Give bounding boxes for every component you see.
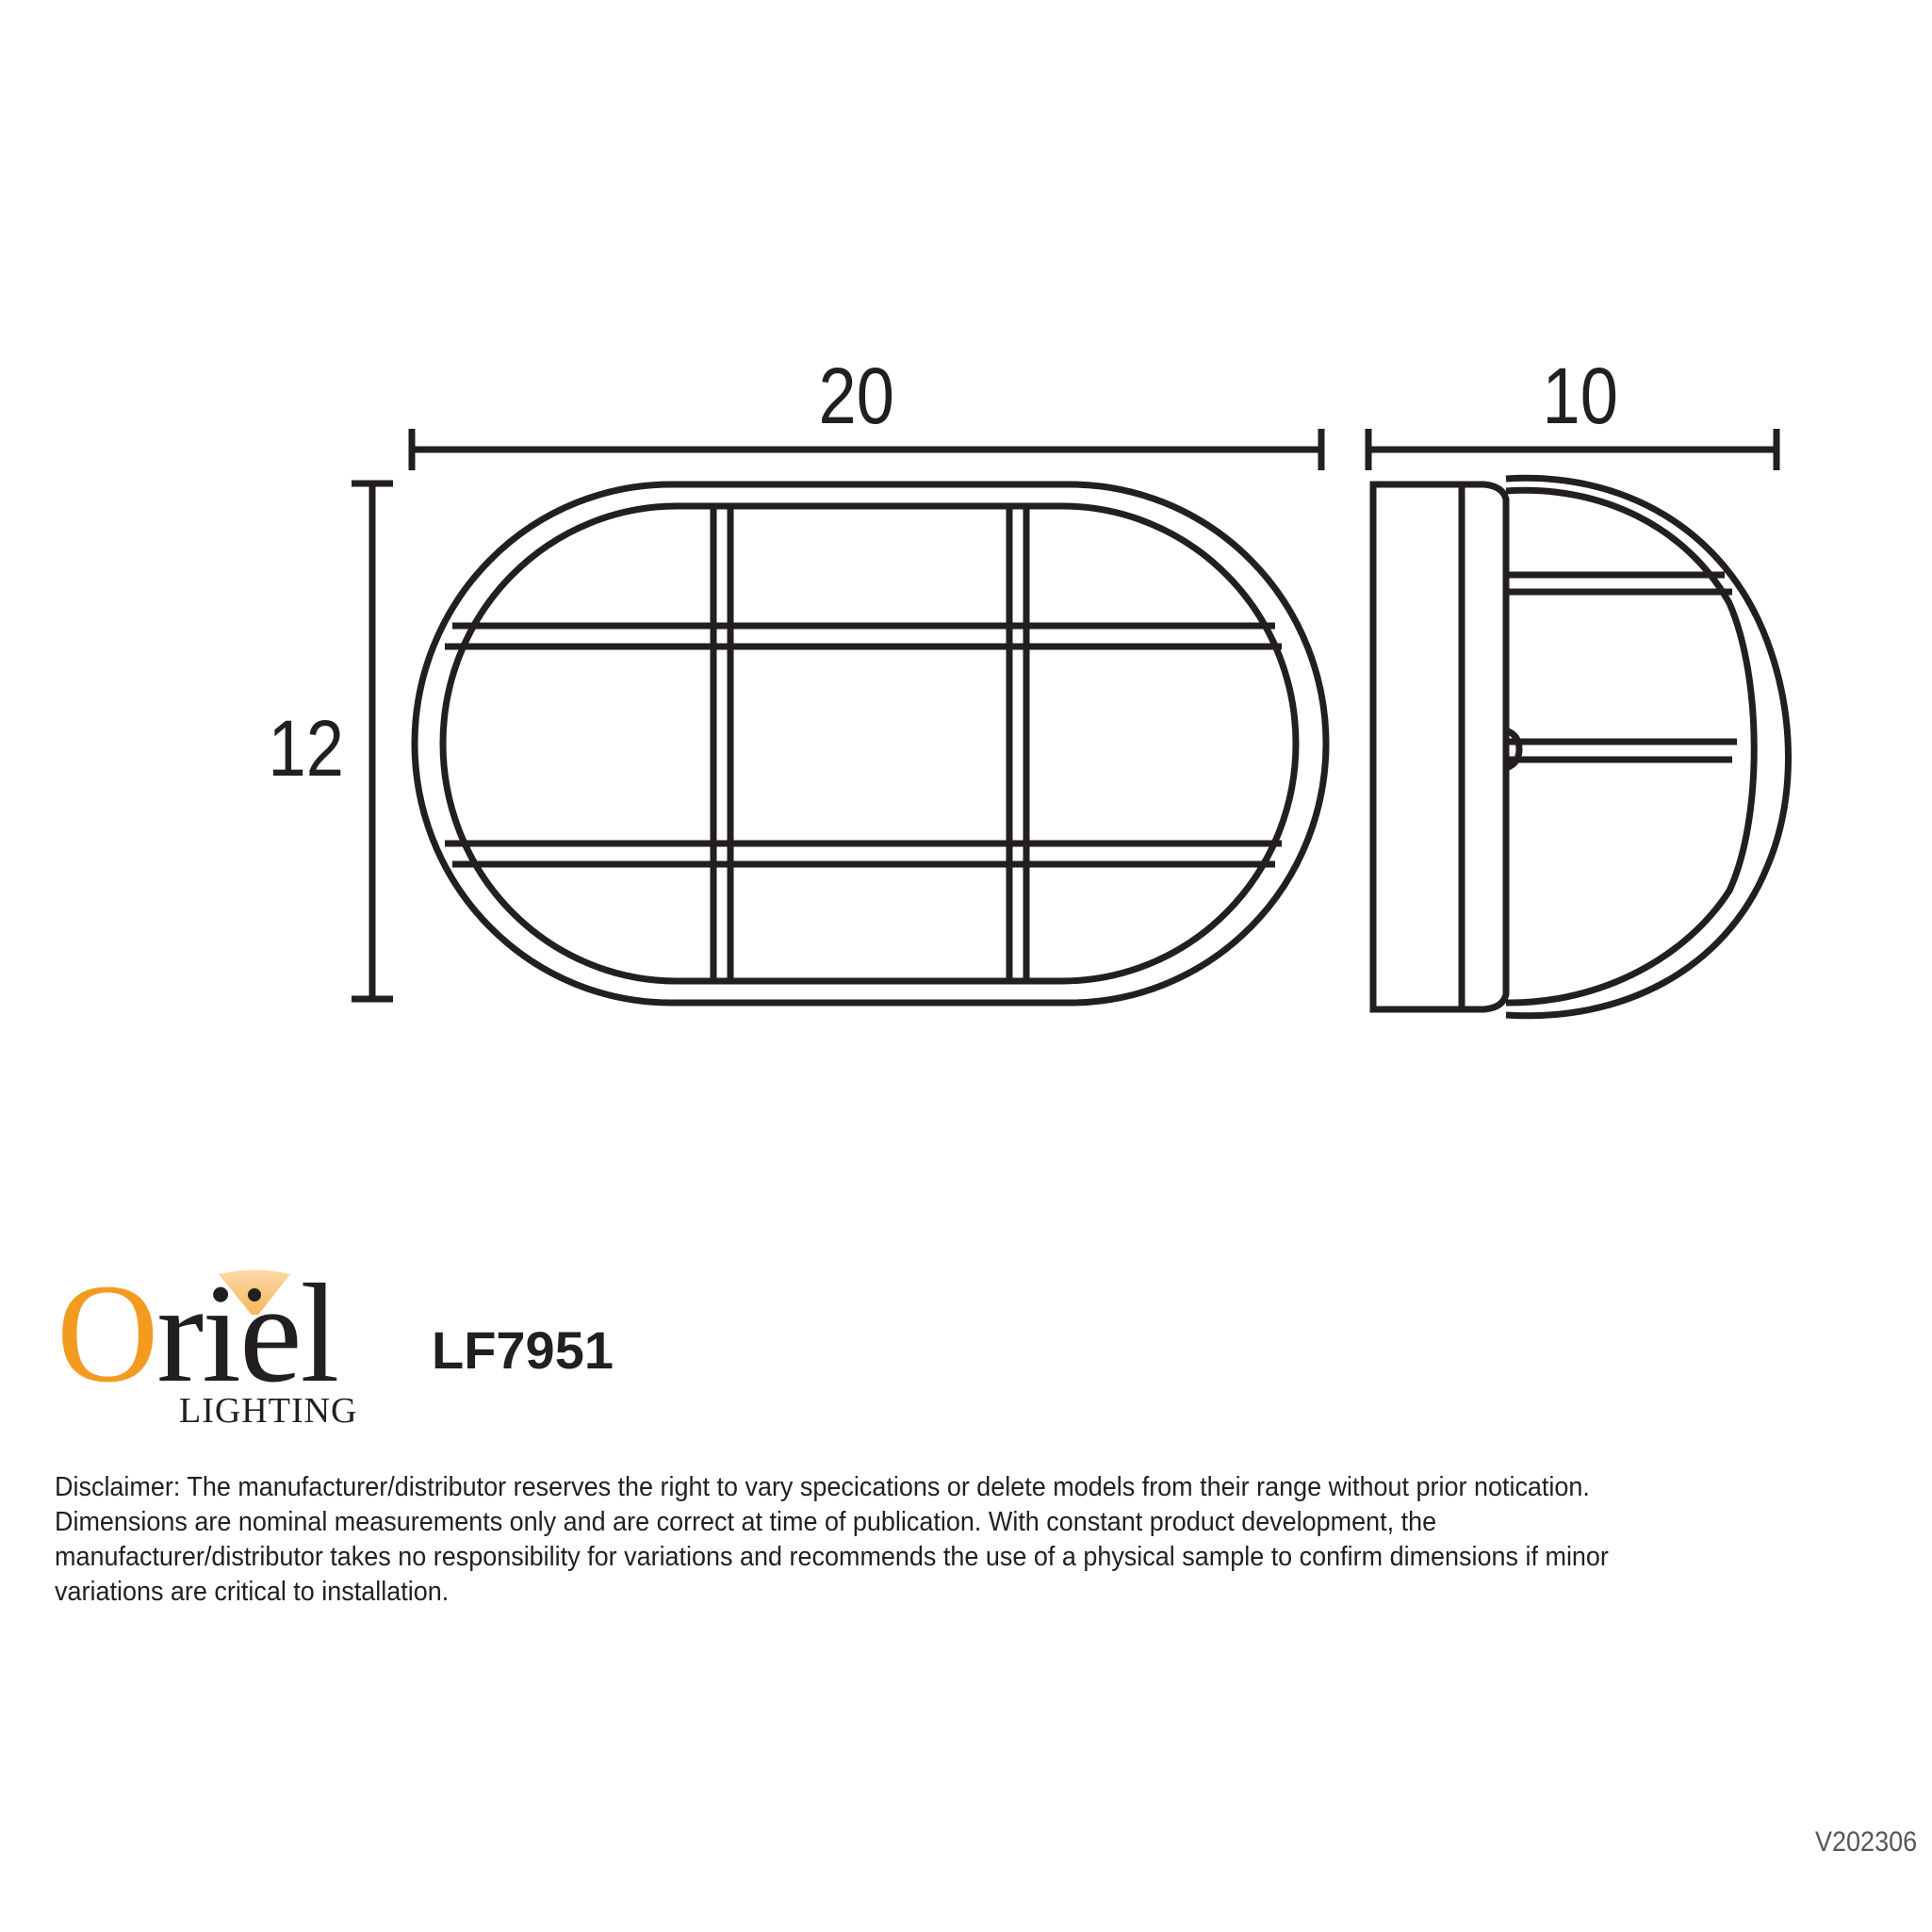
side-view [1369, 474, 1792, 1020]
model-number: LF7951 [432, 1320, 614, 1380]
logo-letters-riel: riel [156, 1255, 339, 1412]
dimension-drawing [352, 429, 1792, 1020]
version-code: V202306 [1814, 1826, 1917, 1858]
disclaimer: Disclaimer: The manufacturer/distributor… [55, 1470, 1773, 1610]
logo-wordmark: Oriel [57, 1263, 339, 1404]
disclaimer-line: manufacturer/distributor takes no respon… [55, 1542, 1609, 1572]
height-dimension-label: 12 [268, 704, 344, 793]
front-view [411, 481, 1330, 1007]
logo-subtitle: LIGHTING [179, 1391, 358, 1431]
disclaimer-line: variations are critical to installation. [55, 1577, 450, 1607]
logo-letter-o: O [57, 1255, 158, 1412]
depth-dimension-line [1365, 429, 1780, 470]
depth-dimension-label: 10 [1542, 352, 1618, 440]
disclaimer-line: Dimensions are nominal measurements only… [55, 1507, 1437, 1537]
oriel-lighting-logo: Oriel LIGHTING [57, 1263, 368, 1433]
width-dimension-label: 20 [818, 352, 894, 440]
light-beam-icon [219, 1269, 290, 1315]
width-dimension-line [408, 429, 1325, 470]
height-dimension-line [352, 480, 393, 1003]
disclaimer-line: Disclaimer: The manufacturer/distributor… [55, 1472, 1590, 1502]
